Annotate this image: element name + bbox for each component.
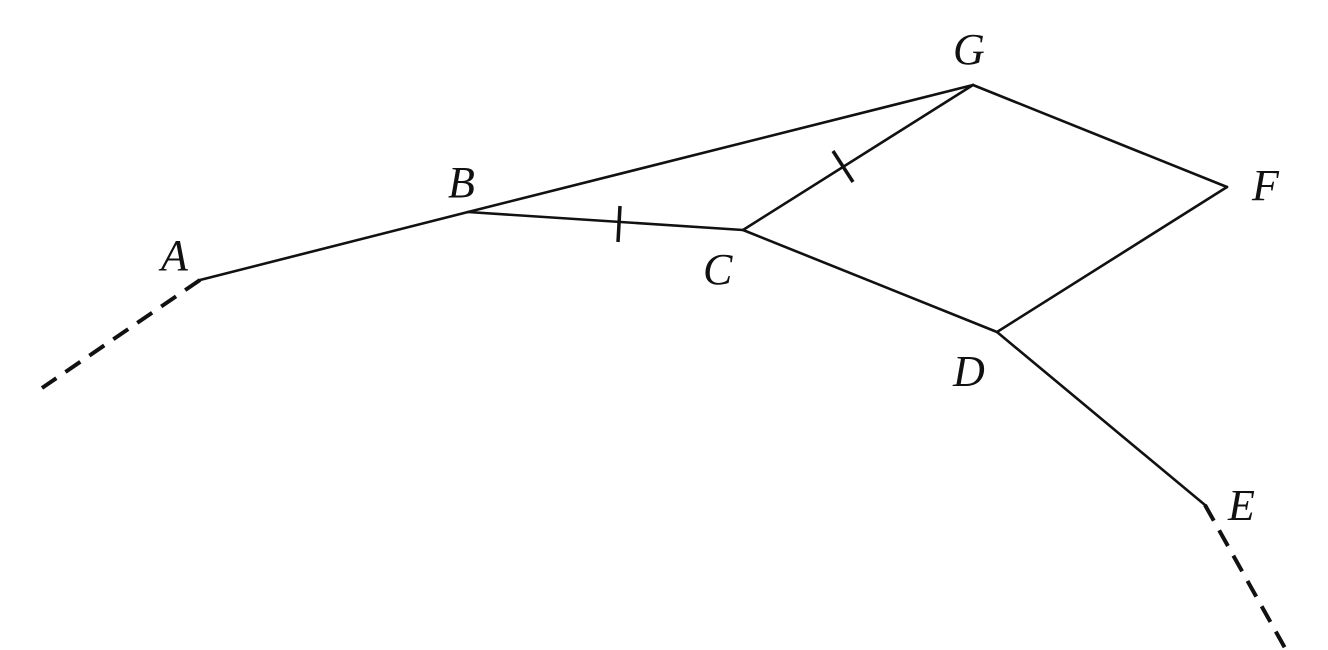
vertex-label-g: G <box>953 25 985 74</box>
tick-mark-cg <box>831 150 855 183</box>
vertex-label-f: F <box>1251 161 1280 210</box>
vertex-label-c: C <box>703 245 733 294</box>
tick-mark-bc <box>616 205 622 243</box>
segment-bc <box>466 210 745 232</box>
ray-from-a <box>40 278 202 390</box>
segment-de <box>995 330 1207 507</box>
segment-fd <box>995 185 1229 334</box>
vertex-label-b: B <box>448 158 475 207</box>
segment-gf <box>971 83 1229 189</box>
vertex-label-e: E <box>1227 481 1255 530</box>
segment-cd <box>741 228 999 334</box>
vertex-label-a: A <box>158 231 189 280</box>
segment-cg <box>741 83 975 232</box>
segment-bg <box>466 83 975 214</box>
segment-ab <box>198 210 470 282</box>
vertex-label-d: D <box>952 347 985 396</box>
